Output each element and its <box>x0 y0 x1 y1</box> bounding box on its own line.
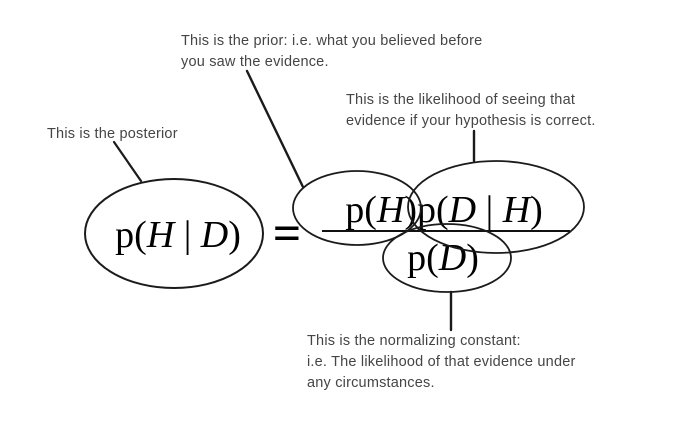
posterior-term-open: p( <box>115 214 147 256</box>
posterior-connector-line <box>112 140 143 183</box>
prior-annotation: This is the prior: i.e. what you believe… <box>181 31 482 73</box>
posterior-annotation: This is the posterior <box>47 124 178 145</box>
posterior-term: p(H | D) <box>115 216 241 254</box>
likelihood-annotation-line2: evidence if your hypothesis is correct. <box>346 113 596 129</box>
likelihood-annotation-line1: This is the likelihood of seeing that <box>346 92 576 108</box>
likelihood-term-h: H <box>502 189 531 231</box>
denominator-term: p(D) <box>407 239 479 277</box>
denominator-term-open: p( <box>407 237 439 279</box>
posterior-term-given-bar: | <box>174 214 201 256</box>
prior-annotation-line1: This is the prior: i.e. what you believe… <box>181 33 483 49</box>
prior-annotation-line2: you saw the evidence. <box>181 54 329 70</box>
prior-term-close: ) <box>404 189 417 231</box>
normalizing-annotation-line3: any circumstances. <box>307 375 435 391</box>
likelihood-term-close: ) <box>530 189 543 231</box>
likelihood-term-d: D <box>448 189 477 231</box>
likelihood-term-given-bar: | <box>476 189 503 231</box>
numerator-terms: p(H)p(D | H) <box>345 191 543 229</box>
posterior-term-close: ) <box>228 214 241 256</box>
prior-term-open: p( <box>345 189 377 231</box>
normalizing-annotation: This is the normalizing constant: i.e. T… <box>307 331 576 394</box>
prior-connector-line <box>245 69 305 189</box>
normalizing-annotation-line1: This is the normalizing constant: <box>307 333 521 349</box>
likelihood-term-open: p( <box>416 189 449 231</box>
equals-sign: = <box>272 205 302 261</box>
posterior-annotation-line1: This is the posterior <box>47 126 178 142</box>
denominator-term-d: D <box>438 237 467 279</box>
likelihood-term: p(D | H) <box>417 189 543 231</box>
normalizing-annotation-line2: i.e. The likelihood of that evidence und… <box>307 354 576 370</box>
prior-term: p(H) <box>345 189 417 231</box>
prior-term-h: H <box>376 189 405 231</box>
posterior-term-d: D <box>200 214 229 256</box>
fraction-bar <box>322 229 570 232</box>
denominator-term-close: ) <box>466 237 479 279</box>
posterior-term-h: H <box>146 214 175 256</box>
likelihood-annotation: This is the likelihood of seeing that ev… <box>346 90 596 132</box>
